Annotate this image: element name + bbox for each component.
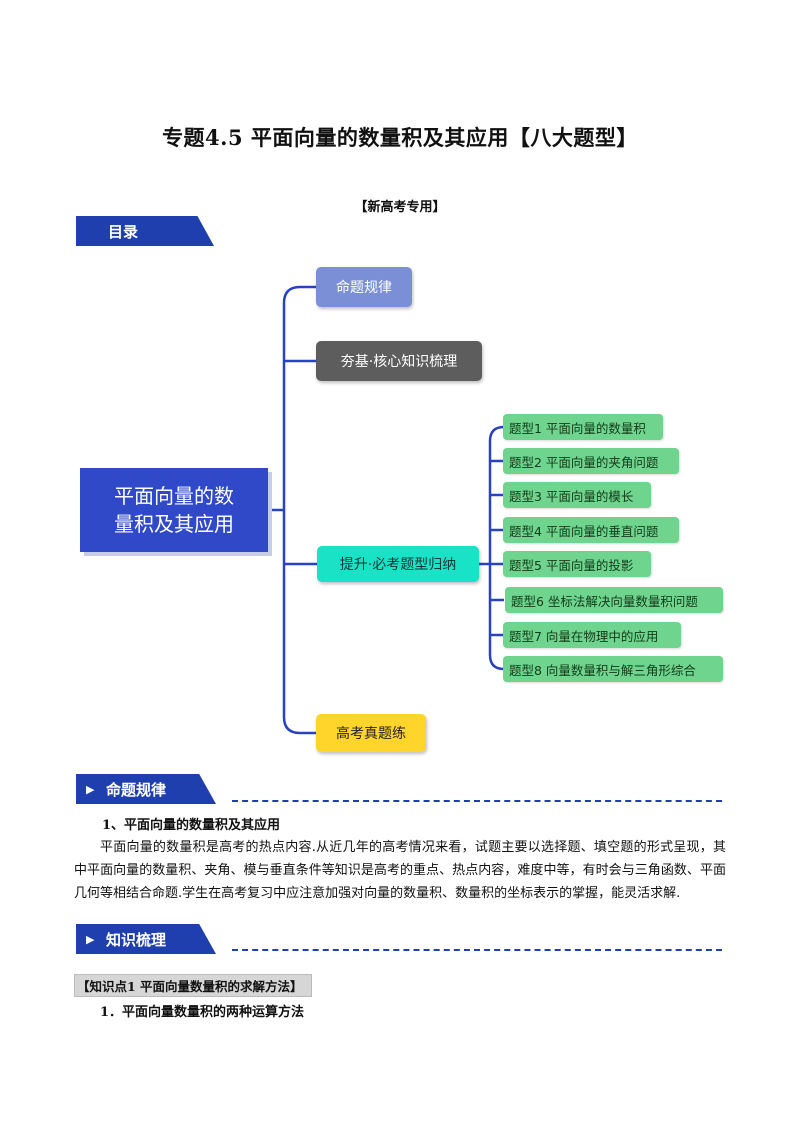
mindmap-leaf-4[interactable]: 题型4 平面向量的垂直问题 [503, 517, 679, 543]
mindmap-connectors [268, 285, 505, 735]
section-banner-rules: ▶ 命题规律 [76, 774, 216, 804]
play-triangle-icon: ▶ [86, 782, 95, 796]
connector-leaves-trunk [488, 425, 505, 671]
toc-banner-label: 目录 [108, 222, 139, 241]
section-divider-2 [232, 949, 722, 951]
mindmap-leaf-2[interactable]: 题型2 平面向量的夹角问题 [503, 448, 679, 474]
toc-banner: 目录 [76, 216, 214, 246]
mindmap-root-line-1: 平面向量的数 [114, 484, 234, 508]
mindmap-leaf-3[interactable]: 题型3 平面向量的模长 [503, 482, 651, 508]
section1-paragraph: 平面向量的数量积是高考的热点内容.从近几年的高考情况来看，试题主要以选择题、填空… [74, 840, 726, 901]
mindmap-branch-1[interactable]: 命题规律 [316, 267, 412, 307]
mindmap-branch-2[interactable]: 夯基·核心知识梳理 [316, 341, 482, 381]
mindmap-leaf-8[interactable]: 题型8 向量数量积与解三角形综合 [503, 656, 723, 682]
mindmap-root: 平面向量的数 量积及其应用 [80, 468, 268, 552]
section-banner-knowledge: ▶ 知识梳理 [76, 924, 216, 954]
section1-heading: 1、平面向量的数量积及其应用 [102, 818, 281, 833]
page-title: 专题4.5 平面向量的数量积及其应用【八大题型】 [162, 125, 638, 150]
section-banner-knowledge-label: 知识梳理 [106, 930, 167, 949]
mindmap-leaf-7[interactable]: 题型7 向量在物理中的应用 [503, 622, 681, 648]
mindmap-leaf-5[interactable]: 题型5 平面向量的投影 [503, 551, 651, 577]
mindmap-root-line-2: 量积及其应用 [114, 512, 234, 536]
section2-heading: 1．平面向量数量积的两种运算方法 [100, 1005, 305, 1020]
connector-trunk [282, 285, 301, 735]
play-triangle-icon: ▶ [86, 932, 95, 946]
section-divider-1 [232, 800, 722, 802]
section-banner-rules-label: 命题规律 [106, 780, 167, 799]
mindmap-leaf-6[interactable]: 题型6 坐标法解决向量数量积问题 [505, 587, 723, 613]
mindmap-branch-4[interactable]: 高考真题练 [316, 714, 426, 752]
mindmap-branch-3[interactable]: 提升·必考题型归纳 [317, 546, 479, 582]
page-subtitle: 【新高考专用】 [354, 200, 446, 215]
mindmap-leaf-1[interactable]: 题型1 平面向量的数量积 [503, 414, 663, 440]
knowledge-point-label: 【知识点1 平面向量数量积的求解方法】 [74, 974, 312, 997]
